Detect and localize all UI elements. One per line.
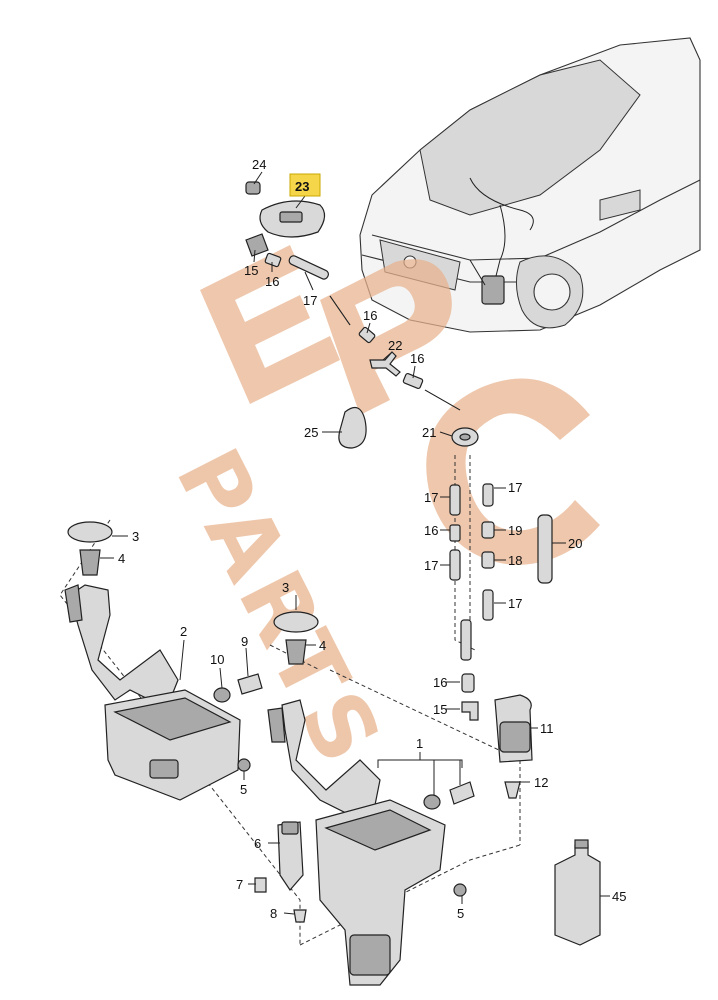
label-4b[interactable]: 4 [319,638,326,653]
label-2[interactable]: 2 [180,624,187,639]
part-16-sleeve-e[interactable] [461,673,475,693]
part-22-t-connector[interactable] [369,351,401,377]
part-1-reservoir[interactable] [315,799,446,986]
label-19[interactable]: 19 [508,523,522,538]
label-15a[interactable]: 15 [244,263,258,278]
label-24[interactable]: 24 [252,157,266,172]
part-3-cap[interactable] [67,521,113,543]
right-reservoir [267,611,475,986]
part-15-connector[interactable] [245,233,269,257]
label-8[interactable]: 8 [270,906,277,921]
label-21[interactable]: 21 [422,425,436,440]
part-3-cap-b[interactable] [273,611,319,633]
part-5-nut-b[interactable] [453,883,467,897]
part-4-strainer-b[interactable] [285,639,307,665]
label-6[interactable]: 6 [254,836,261,851]
part-16-sleeve-d[interactable] [449,524,461,542]
label-10[interactable]: 10 [210,652,224,667]
part-8-seal[interactable] [293,909,307,923]
label-22[interactable]: 22 [388,338,402,353]
part-17-hose-b[interactable] [449,484,461,516]
part-17-hose-c[interactable] [449,549,461,581]
label-25[interactable]: 25 [304,425,318,440]
part-10-grommet[interactable] [213,687,231,703]
part-16-sleeve-b[interactable] [358,326,376,344]
pump-group [254,821,307,923]
part-17-hose-f[interactable] [460,619,472,661]
car-illustration [359,37,701,333]
label-5b[interactable]: 5 [457,906,464,921]
part-19-valve[interactable] [481,521,495,539]
part-7-grommet[interactable] [254,877,267,893]
hose-parts-middle [449,483,553,799]
label-16c[interactable]: 16 [410,351,424,366]
washer-fluid-bottle [554,839,601,946]
part-4-strainer[interactable] [79,549,101,576]
part-25-clip[interactable] [338,406,367,449]
label-45[interactable]: 45 [612,889,626,904]
part-9-sensor[interactable] [237,673,263,695]
label-17a[interactable]: 17 [303,293,317,308]
hose-system [245,181,479,449]
label-16d[interactable]: 16 [424,523,438,538]
part-1-sensor[interactable] [449,781,475,805]
part-5-nut[interactable] [237,758,251,772]
label-16a[interactable]: 16 [265,274,279,289]
label-17c[interactable]: 17 [424,558,438,573]
part-17-hose-e[interactable] [482,589,494,621]
label-15b[interactable]: 15 [433,702,447,717]
label-12[interactable]: 12 [534,775,548,790]
part-12-grommet[interactable] [504,781,521,799]
label-9[interactable]: 9 [241,634,248,649]
part-15-elbow[interactable] [461,701,479,721]
label-3a[interactable]: 3 [132,529,139,544]
label-4a[interactable]: 4 [118,551,125,566]
label-16e[interactable]: 16 [433,675,447,690]
part-16-sleeve-c[interactable] [402,372,424,390]
label-18[interactable]: 18 [508,553,522,568]
label-17e[interactable]: 17 [508,596,522,611]
label-17b[interactable]: 17 [424,490,438,505]
part-1-grommet[interactable] [423,794,441,810]
part-24-cap[interactable] [245,181,261,195]
label-7[interactable]: 7 [236,877,243,892]
part-17-hose[interactable] [288,254,330,280]
part-labels: 24 23 15 16 17 16 22 16 25 21 17 16 17 1… [118,157,626,921]
highlight-box-23 [289,173,321,197]
part-20-hose-sleeve[interactable] [537,514,553,584]
part-18-connector[interactable] [481,551,495,569]
label-11[interactable]: 11 [540,721,554,736]
label-3b[interactable]: 3 [282,580,289,595]
label-16b[interactable]: 16 [363,308,377,323]
label-20[interactable]: 20 [568,536,582,551]
part-16-sleeve[interactable] [264,252,282,268]
label-1[interactable]: 1 [416,736,423,751]
label-23[interactable]: 23 [295,179,309,194]
part-45-fluid-bottle[interactable] [554,844,601,946]
label-17d[interactable]: 17 [508,480,522,495]
leader-lines [100,171,610,915]
label-5a[interactable]: 5 [240,782,247,797]
part-17-hose-d[interactable] [482,483,494,507]
